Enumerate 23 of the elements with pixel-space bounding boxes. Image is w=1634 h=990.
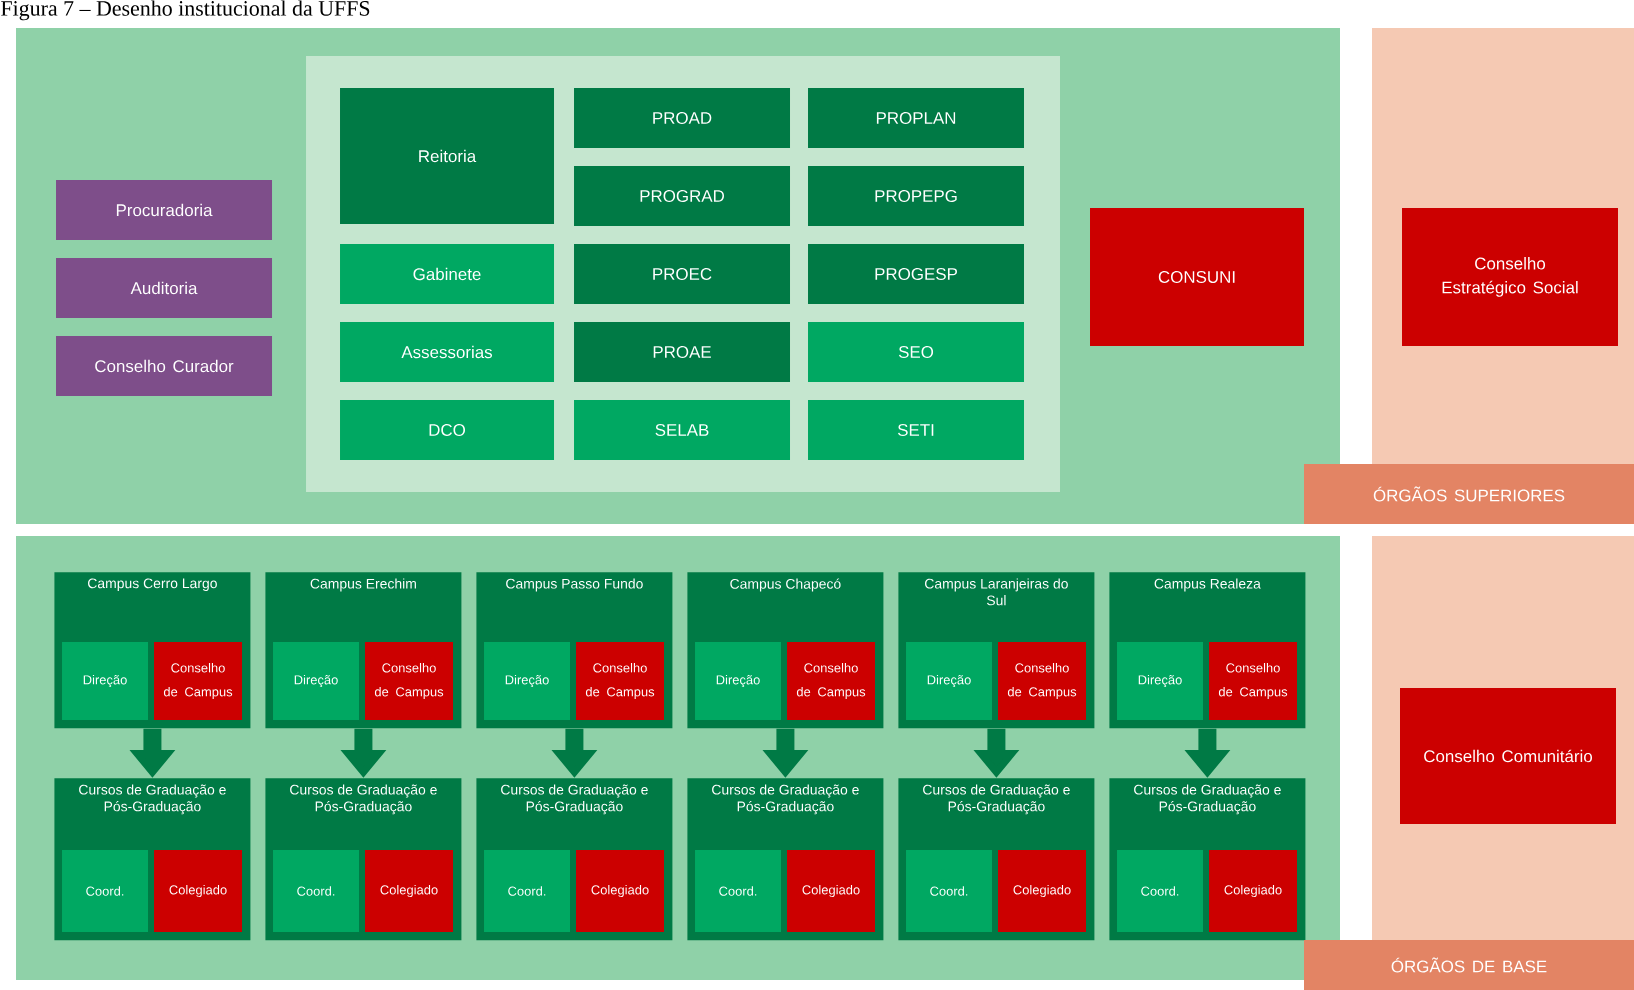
unit-box: PROAE [574,321,790,382]
unit-box: PROEC [574,243,790,304]
council-box: Conselho Estratégico Social [1402,207,1618,346]
unit-box: PROGESP [808,243,1024,304]
unit-box: PROPEPG [808,165,1024,226]
unit-box: Assessorias [340,321,554,382]
unit-box: DCO [340,399,554,460]
figure-title: Figura 7 – Desenho institucional da UFFS [1,0,370,21]
unit-box: Gabinete [340,243,554,304]
unit-box: SELAB [574,399,790,460]
section-tab: ÓRGÃOS DE BASE [1304,939,1634,990]
unit-box: PROPLAN [808,88,1024,148]
unit-box: Auditoria [56,257,272,318]
unit-box: PROAD [574,88,790,148]
unit-box: Procuradoria [56,179,272,240]
unit-box: Reitoria [340,88,554,224]
unit-box: PROGRAD [574,165,790,226]
unit-box: Conselho Curador [56,335,272,396]
unit-box: SEO [808,321,1024,382]
section-tab: ÓRGÃOS SUPERIORES [1304,463,1634,524]
council-box: Conselho Comunitário [1400,687,1616,824]
unit-box: SETI [808,399,1024,460]
council-box: CONSUNI [1090,207,1304,346]
